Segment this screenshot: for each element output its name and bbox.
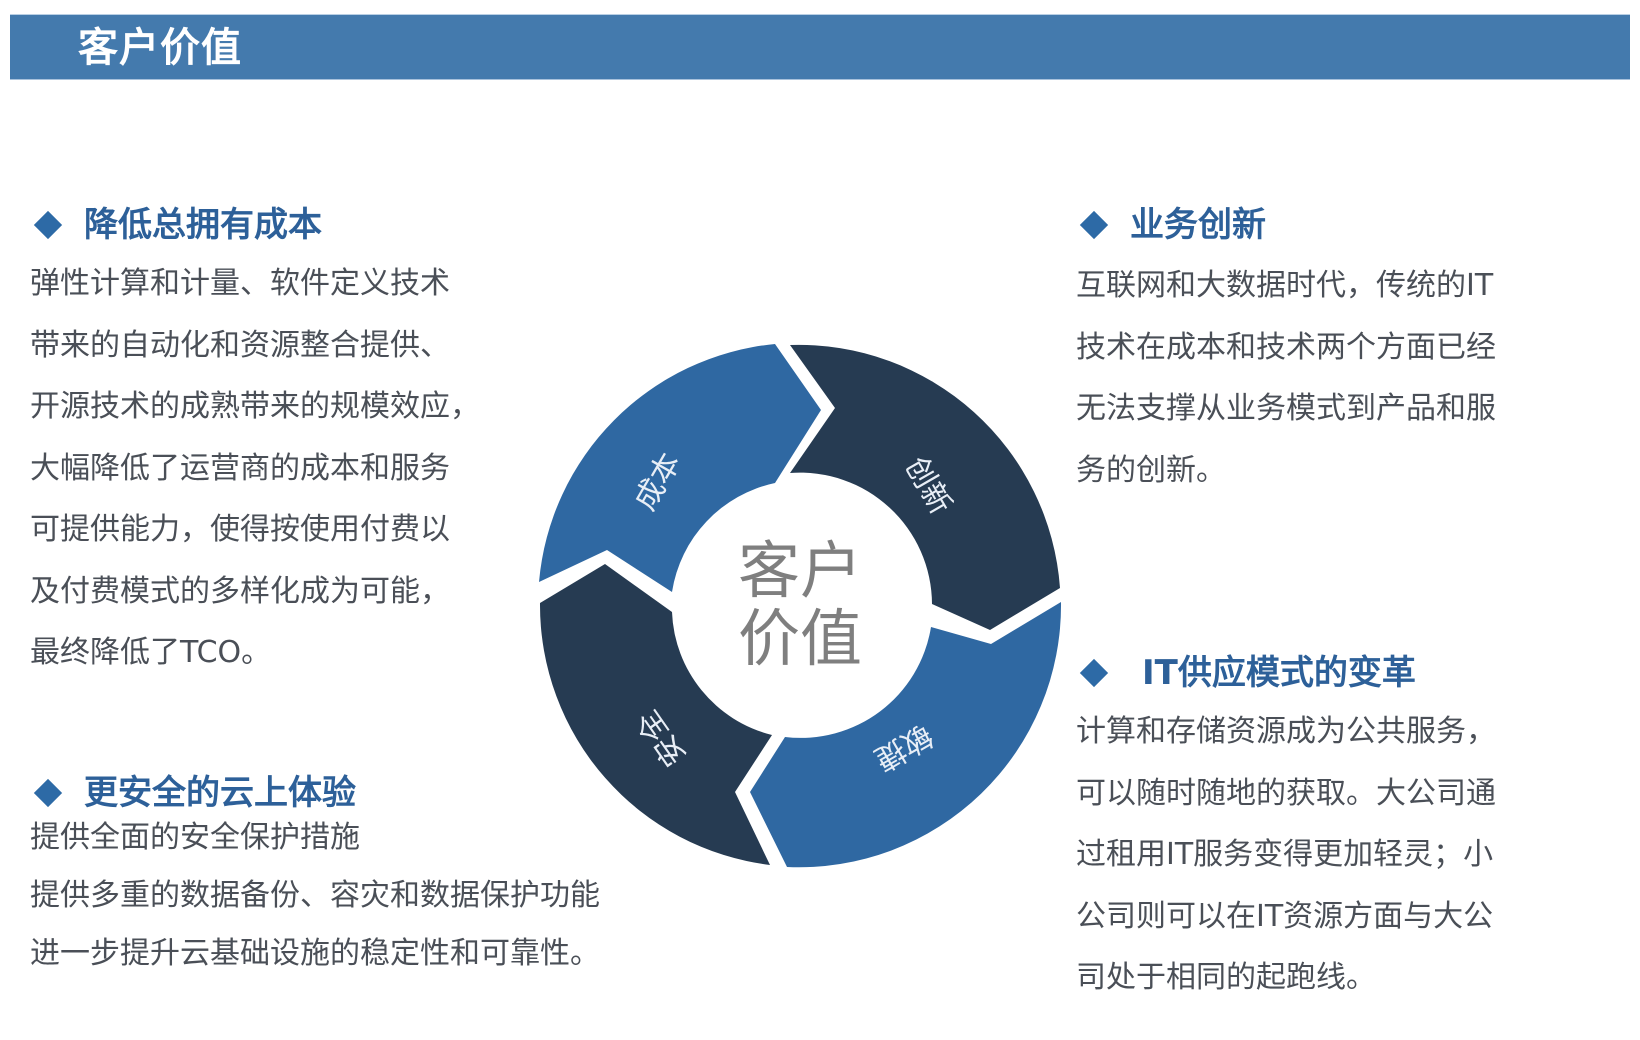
section-title: 降低总拥有成本 (84, 205, 322, 245)
section-body: 互联网和大数据时代，传统的IT 技术在成本和技术两个方面已经 无法支撑从业务模式… (1076, 255, 1496, 501)
segment-agility (750, 602, 1062, 868)
section-heading: 业务创新 (1076, 203, 1496, 247)
diamond-bullet-icon (33, 778, 63, 808)
body-line: 开源技术的成熟带来的规模效应， (30, 389, 480, 424)
section-body: 提供全面的安全保护措施 提供多重的数据备份、容灾和数据保护功能 进一步提升云基础… (30, 809, 600, 983)
body-line: 进一步提升云基础设施的稳定性和可靠性。 (30, 936, 600, 971)
section-heading: 降低总拥有成本 (30, 203, 480, 247)
body-line: 司处于相同的起跑线。 (1076, 960, 1376, 995)
body-line: 无法支撑从业务模式到产品和服 (1076, 391, 1496, 426)
body-line: 技术在成本和技术两个方面已经 (1076, 329, 1496, 365)
center-label: 客户 价值 (535, 340, 1065, 870)
cycle-ring (539, 344, 1062, 868)
cycle-diagram: 成本 创新 敏捷 安全 客户 价值 (535, 340, 1065, 870)
page-title: 客户价值 (78, 25, 242, 71)
body-line: 弹性计算和计量、软件定义技术 (30, 266, 450, 301)
section-reduce-tco: 降低总拥有成本 弹性计算和计量、软件定义技术 带来的自动化和资源整合提供、 开源… (30, 203, 480, 684)
segment-cost (539, 344, 821, 592)
body-line: 及付费模式的多样化成为可能， (30, 573, 450, 609)
section-heading: 更安全的云上体验 (30, 771, 600, 815)
diamond-bullet-icon (33, 210, 63, 240)
body-line: 大幅降低了运营商的成本和服务 (30, 450, 450, 486)
body-line: 可以随时随地的获取。大公司通 (1076, 775, 1496, 811)
section-body: 计算和存储资源成为公共服务， 可以随时随地的获取。大公司通 过租用IT服务变得更… (1076, 701, 1496, 1009)
body-line: 可提供能力，使得按使用付费以 (30, 512, 450, 547)
body-line: 务的创新。 (1076, 452, 1226, 488)
diamond-bullet-icon (1079, 658, 1109, 688)
body-line: 最终降低了TCO。 (30, 635, 272, 670)
body-line: 互联网和大数据时代，传统的IT (1076, 268, 1494, 303)
section-title: 业务创新 (1130, 205, 1266, 245)
section-title: IT供应模式的变革 (1142, 653, 1416, 693)
body-line: 提供全面的安全保护措施 (30, 820, 360, 855)
center-label-line: 客户 (737, 534, 862, 607)
body-line: 提供多重的数据备份、容灾和数据保护功能 (30, 878, 600, 913)
section-security: 更安全的云上体验 提供全面的安全保护措施 提供多重的数据备份、容灾和数据保护功能… (30, 771, 600, 983)
body-line: 公司则可以在IT资源方面与大公 (1076, 898, 1494, 934)
section-body: 弹性计算和计量、软件定义技术 带来的自动化和资源整合提供、 开源技术的成熟带来的… (30, 253, 480, 684)
section-heading: IT供应模式的变革 (1076, 651, 1496, 695)
section-title: 更安全的云上体验 (84, 773, 356, 813)
segment-security (539, 564, 772, 865)
center-label-line: 价值 (737, 602, 862, 675)
body-line: 带来的自动化和资源整合提供、 (30, 327, 450, 363)
body-line: 计算和存储资源成为公共服务， (1076, 714, 1496, 749)
segment-innovation (790, 344, 1060, 630)
section-it-supply: IT供应模式的变革 计算和存储资源成为公共服务， 可以随时随地的获取。大公司通 … (1076, 651, 1496, 1009)
header-bar: 客户价值 (10, 14, 1630, 80)
section-innovation: 业务创新 互联网和大数据时代，传统的IT 技术在成本和技术两个方面已经 无法支撑… (1076, 203, 1496, 501)
diamond-bullet-icon (1079, 210, 1109, 240)
body-line: 过租用IT服务变得更加轻灵；小 (1076, 837, 1494, 872)
